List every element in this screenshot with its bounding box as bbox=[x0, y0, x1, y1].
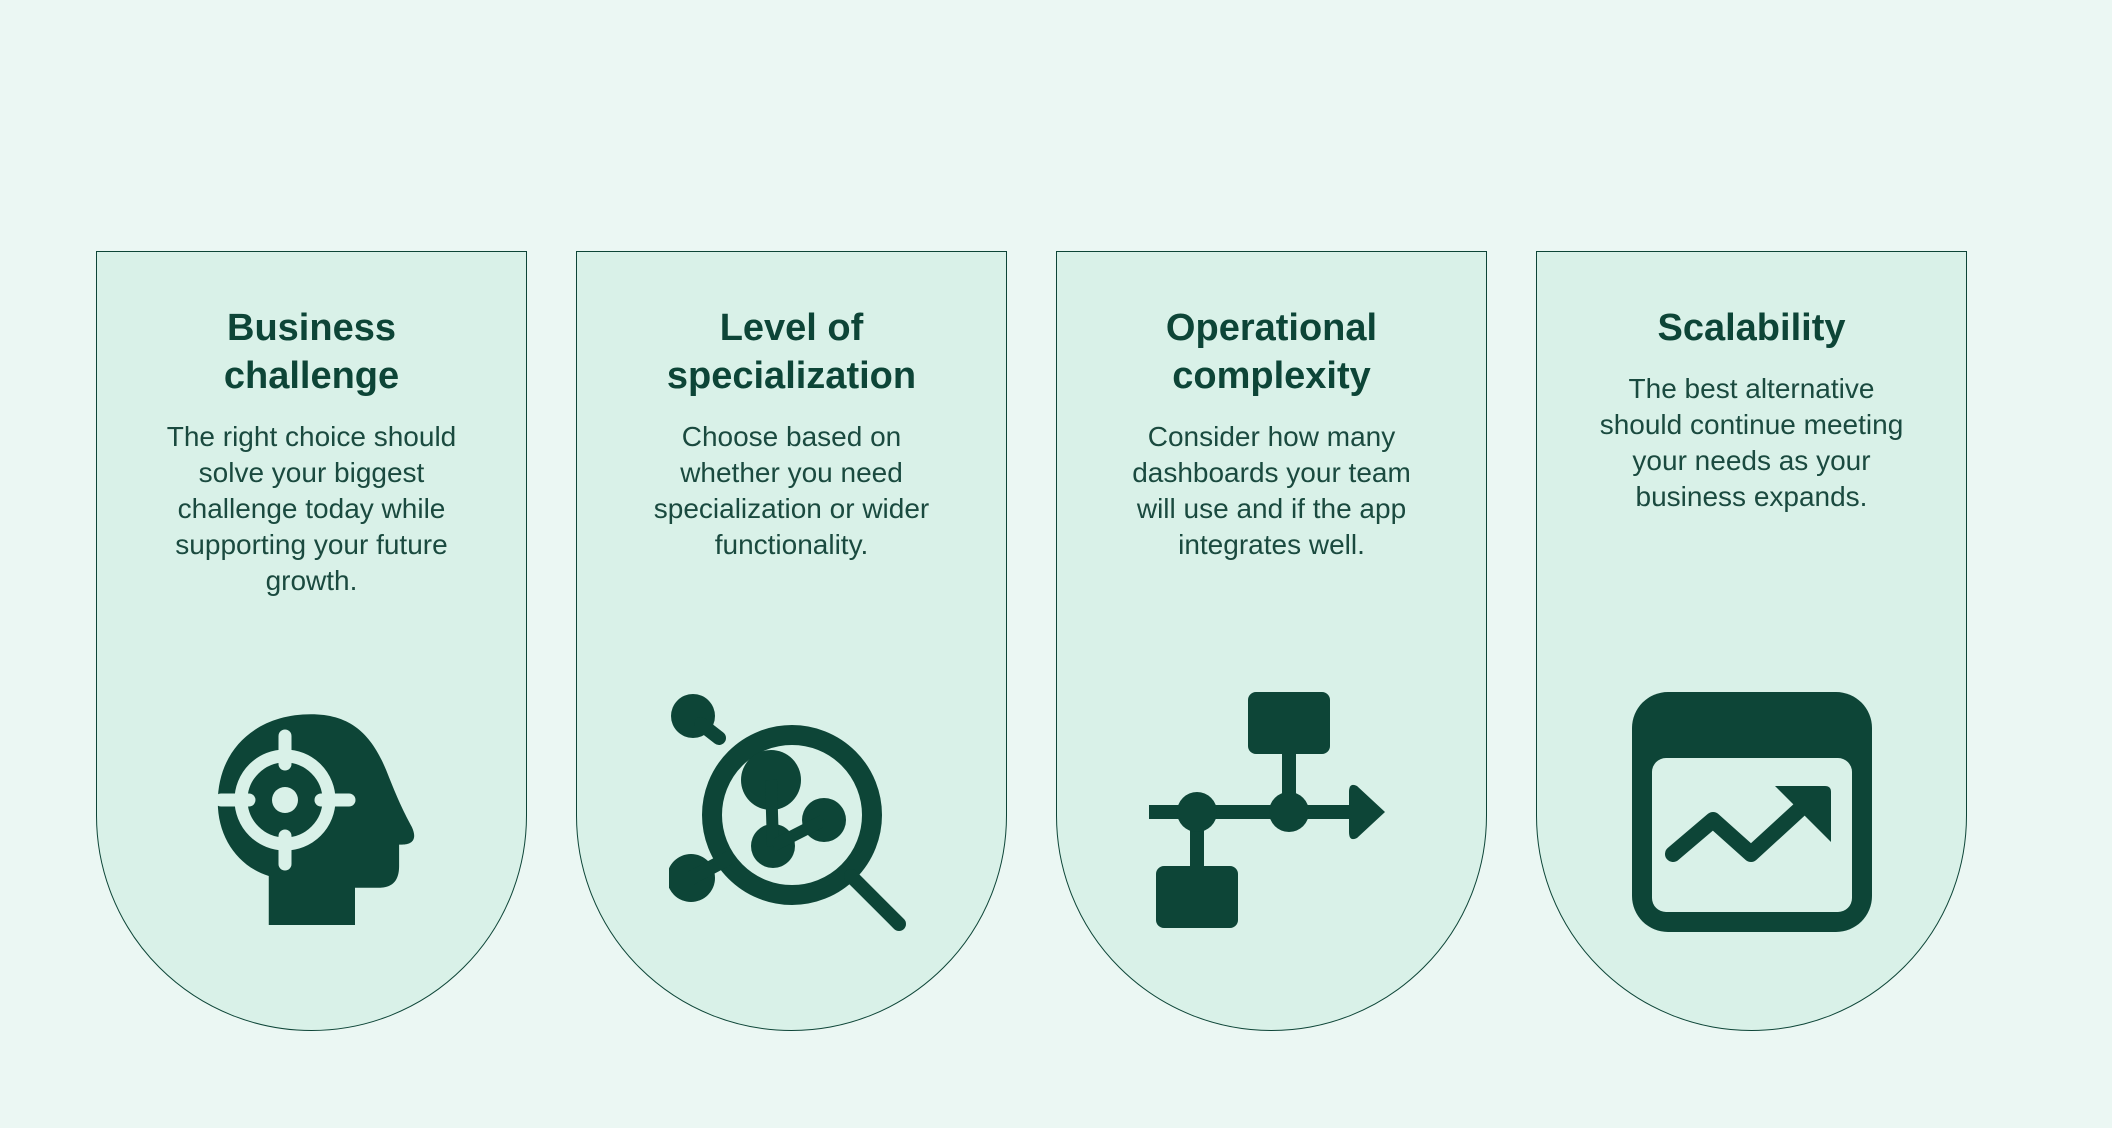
card-scalability: Scalability The best alternative should … bbox=[1536, 251, 1967, 1031]
card-operational-complexity: Operational complexity Consider how many… bbox=[1056, 251, 1487, 1031]
card-level-of-specialization: Level of specialization Choose based on … bbox=[576, 251, 1007, 1031]
card-title: Level of specialization bbox=[666, 307, 917, 397]
card-description: Consider how many dashboards your team w… bbox=[1132, 421, 1411, 560]
magnifier-network-icon bbox=[669, 692, 917, 940]
card-description: The right choice should solve your bigge… bbox=[166, 421, 457, 596]
flowchart-icon bbox=[1149, 692, 1397, 940]
card-title: Scalability bbox=[1657, 307, 1846, 349]
head-target-icon bbox=[189, 692, 437, 940]
growth-chart-window-icon bbox=[1629, 692, 1877, 940]
card-description: The best alternative should continue mee… bbox=[1599, 373, 1904, 512]
card-title: Business challenge bbox=[223, 307, 400, 397]
card-description: Choose based on whether you need special… bbox=[653, 421, 930, 560]
card-business-challenge: Business challenge The right choice shou… bbox=[96, 251, 527, 1031]
card-title: Operational complexity bbox=[1165, 307, 1378, 397]
